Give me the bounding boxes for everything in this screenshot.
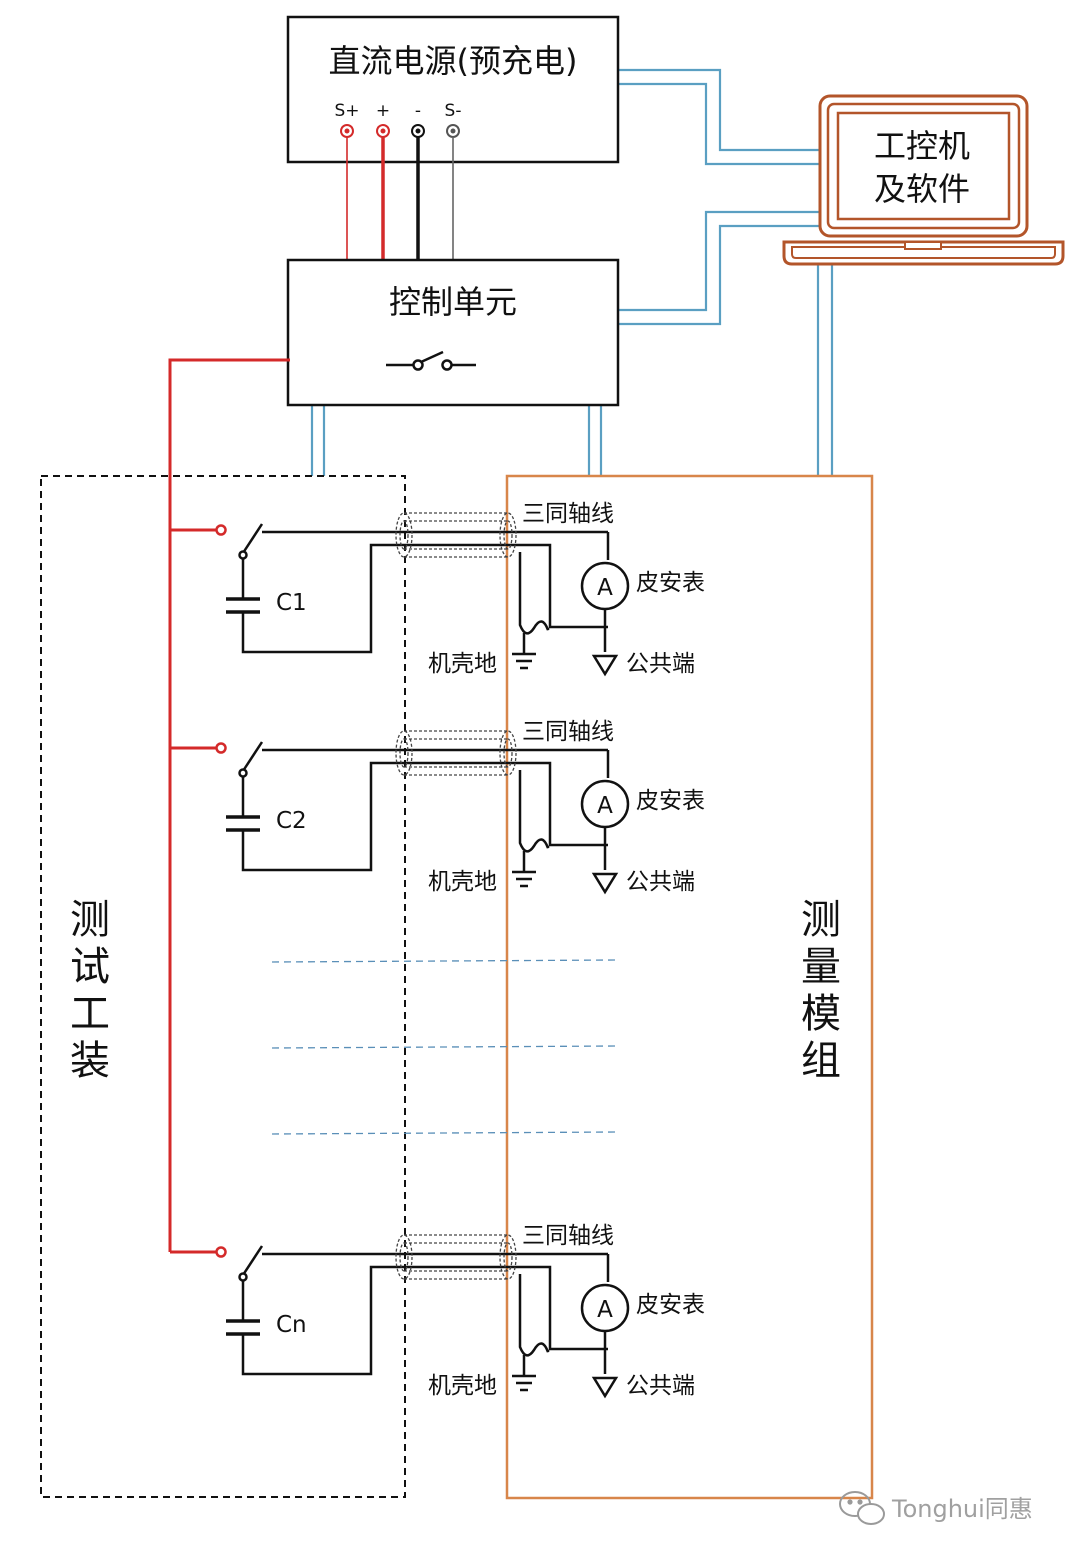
triax-label: 三同轴线	[522, 1223, 614, 1249]
test-fixture-frame	[40, 475, 406, 1498]
chassis-ground-label: 机壳地	[428, 651, 497, 677]
capacitor-label: C1	[276, 590, 307, 616]
triax-cable-icon	[395, 1234, 517, 1280]
computer-label-line2: 及软件	[874, 170, 970, 208]
switch-icon	[386, 350, 476, 371]
terminal-s-plus-label: S+	[334, 101, 359, 121]
channel-ellipsis-lines	[271, 959, 619, 1135]
triax-cable-icon	[395, 512, 517, 558]
test-fixture-label: 测 试 工 装	[70, 897, 110, 1084]
picoammeter-label: 皮安表	[636, 570, 705, 596]
ammeter-icon: A	[597, 1297, 613, 1323]
precharge-bus	[168, 358, 290, 1254]
common-terminal-label: 公共端	[626, 651, 695, 677]
measurement-module-label: 测 量 模 组	[801, 897, 841, 1084]
picoammeter-label: 皮安表	[636, 1292, 705, 1318]
capacitor-label: C2	[276, 808, 307, 834]
terminal-s-minus-label: S-	[445, 101, 462, 121]
measurement-module-frame	[505, 474, 874, 1500]
channel-1: C1 三同轴线 A 皮安表 机壳地 公共端	[215, 501, 705, 677]
fixture-label-char: 测	[70, 897, 110, 943]
module-label-char: 组	[801, 1038, 841, 1084]
common-terminal-label: 公共端	[626, 1373, 695, 1399]
capacitor-label: Cn	[276, 1312, 307, 1338]
triax-cable-icon	[395, 730, 517, 776]
picoammeter-label: 皮安表	[636, 788, 705, 814]
fixture-label-char: 工	[70, 991, 110, 1037]
fixture-label-char: 装	[70, 1038, 110, 1084]
supply-wires	[346, 137, 454, 260]
chassis-ground-label: 机壳地	[428, 1373, 497, 1399]
triax-label: 三同轴线	[522, 501, 614, 527]
terminal-plus-label: +	[376, 101, 390, 121]
computer-label-line1: 工控机	[874, 127, 970, 165]
laptop-icon: 工控机 及软件	[782, 94, 1065, 266]
channel-n: Cn 三同轴线 A 皮安表 机壳地 公共端	[215, 1223, 705, 1399]
ammeter-icon: A	[597, 575, 613, 601]
module-label-char: 量	[801, 944, 841, 990]
wechat-icon	[839, 1491, 885, 1525]
control-unit: 控制单元	[286, 258, 620, 407]
ammeter-icon: A	[597, 793, 613, 819]
module-label-char: 模	[801, 991, 841, 1037]
terminal-minus-label: -	[415, 101, 421, 121]
common-terminal-label: 公共端	[626, 869, 695, 895]
module-label-char: 测	[801, 897, 841, 943]
triax-label: 三同轴线	[522, 719, 614, 745]
signal-cables	[310, 68, 834, 476]
watermark: Tonghui同惠	[839, 1491, 1033, 1525]
channel-2: C2 三同轴线 A 皮安表 机壳地 公共端	[215, 719, 705, 895]
power-supply-title: 直流电源(预充电)	[329, 42, 578, 80]
watermark-text: Tonghui同惠	[891, 1495, 1033, 1523]
fixture-label-char: 试	[70, 944, 110, 990]
chassis-ground-label: 机壳地	[428, 869, 497, 895]
control-unit-title: 控制单元	[389, 283, 517, 321]
